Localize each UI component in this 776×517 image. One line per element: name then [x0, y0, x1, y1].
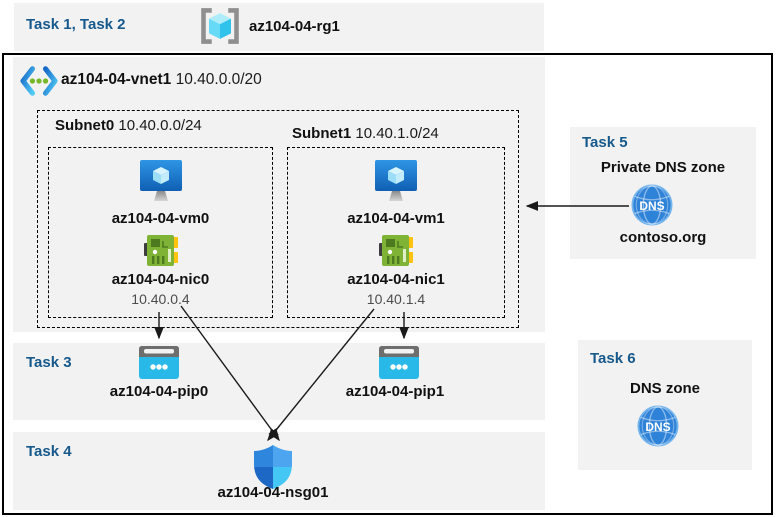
pip1-name: az104-04-pip1: [345, 383, 445, 400]
vm0-name: az104-04-vm0: [111, 210, 210, 227]
pip1-icon: [379, 346, 419, 379]
subnet1-box: az104-04-vm1 az104-04-nic1 10.40.1.4: [287, 147, 505, 318]
vnet-cidr: 10.40.0.0/20: [175, 71, 262, 88]
dns-zone-icon: DNS: [637, 405, 679, 447]
nsg-shield-icon: [254, 445, 292, 489]
nic1-name: az104-04-nic1: [347, 271, 445, 288]
nic0-name: az104-04-nic0: [111, 271, 210, 288]
dns-zone-icon-text: DNS: [645, 420, 670, 434]
vm0-icon: [140, 160, 182, 201]
vm1-icon: [375, 160, 417, 201]
vnet-title: az104-04-vnet1 10.40.0.0/20: [61, 71, 262, 89]
vm1-name: az104-04-vm1: [347, 210, 445, 227]
task5-panel: Task 5 Private DNS zone DNS contoso.org: [570, 127, 756, 259]
nic0-ip: 10.40.0.4: [131, 291, 190, 307]
subnet1-title: Subnet1 10.40.1.0/24: [292, 125, 439, 142]
task6-label: Task 6: [590, 350, 636, 367]
task4-label: Task 4: [26, 443, 72, 460]
vnet-panel: [13, 57, 545, 332]
task6-panel: Task 6 DNS zone DNS: [578, 340, 752, 470]
subnet0-name: Subnet0: [55, 117, 115, 134]
subnet0-box: az104-04-vm0 az104-04-nic0 10.40.0.4: [48, 147, 273, 318]
resource-group-icon: [201, 8, 239, 44]
subnet0-title: Subnet0 10.40.0.0/24: [55, 117, 202, 134]
task12-label: Task 1, Task 2: [26, 16, 126, 33]
nic1-icon: [379, 235, 413, 266]
resource-group-name: az104-04-rg1: [249, 18, 340, 35]
task12-band: Task 1, Task 2: [14, 3, 544, 51]
dns-zone-title: DNS zone: [629, 380, 700, 397]
task3-label: Task 3: [26, 354, 72, 371]
nic0-icon: [144, 235, 178, 266]
private-dns-icon: DNS: [631, 184, 673, 226]
private-dns-zone-name: contoso.org: [619, 229, 707, 246]
nic1-ip: 10.40.1.4: [366, 291, 426, 307]
pip0-icon: [139, 346, 179, 379]
virtual-network-icon: [20, 66, 58, 96]
subnet1-cidr: 10.40.1.0/24: [355, 125, 439, 142]
nsg-name: az104-04-nsg01: [217, 484, 329, 501]
pip0-name: az104-04-pip0: [109, 383, 209, 400]
subnet0-cidr: 10.40.0.0/24: [118, 117, 202, 134]
private-dns-zone-title: Private DNS zone: [600, 159, 726, 176]
vnet-name: az104-04-vnet1: [61, 71, 172, 88]
task3-band: Task 3: [13, 343, 545, 420]
private-dns-icon-text: DNS: [639, 199, 664, 213]
task5-label: Task 5: [582, 134, 628, 151]
subnet1-name: Subnet1: [292, 125, 352, 142]
